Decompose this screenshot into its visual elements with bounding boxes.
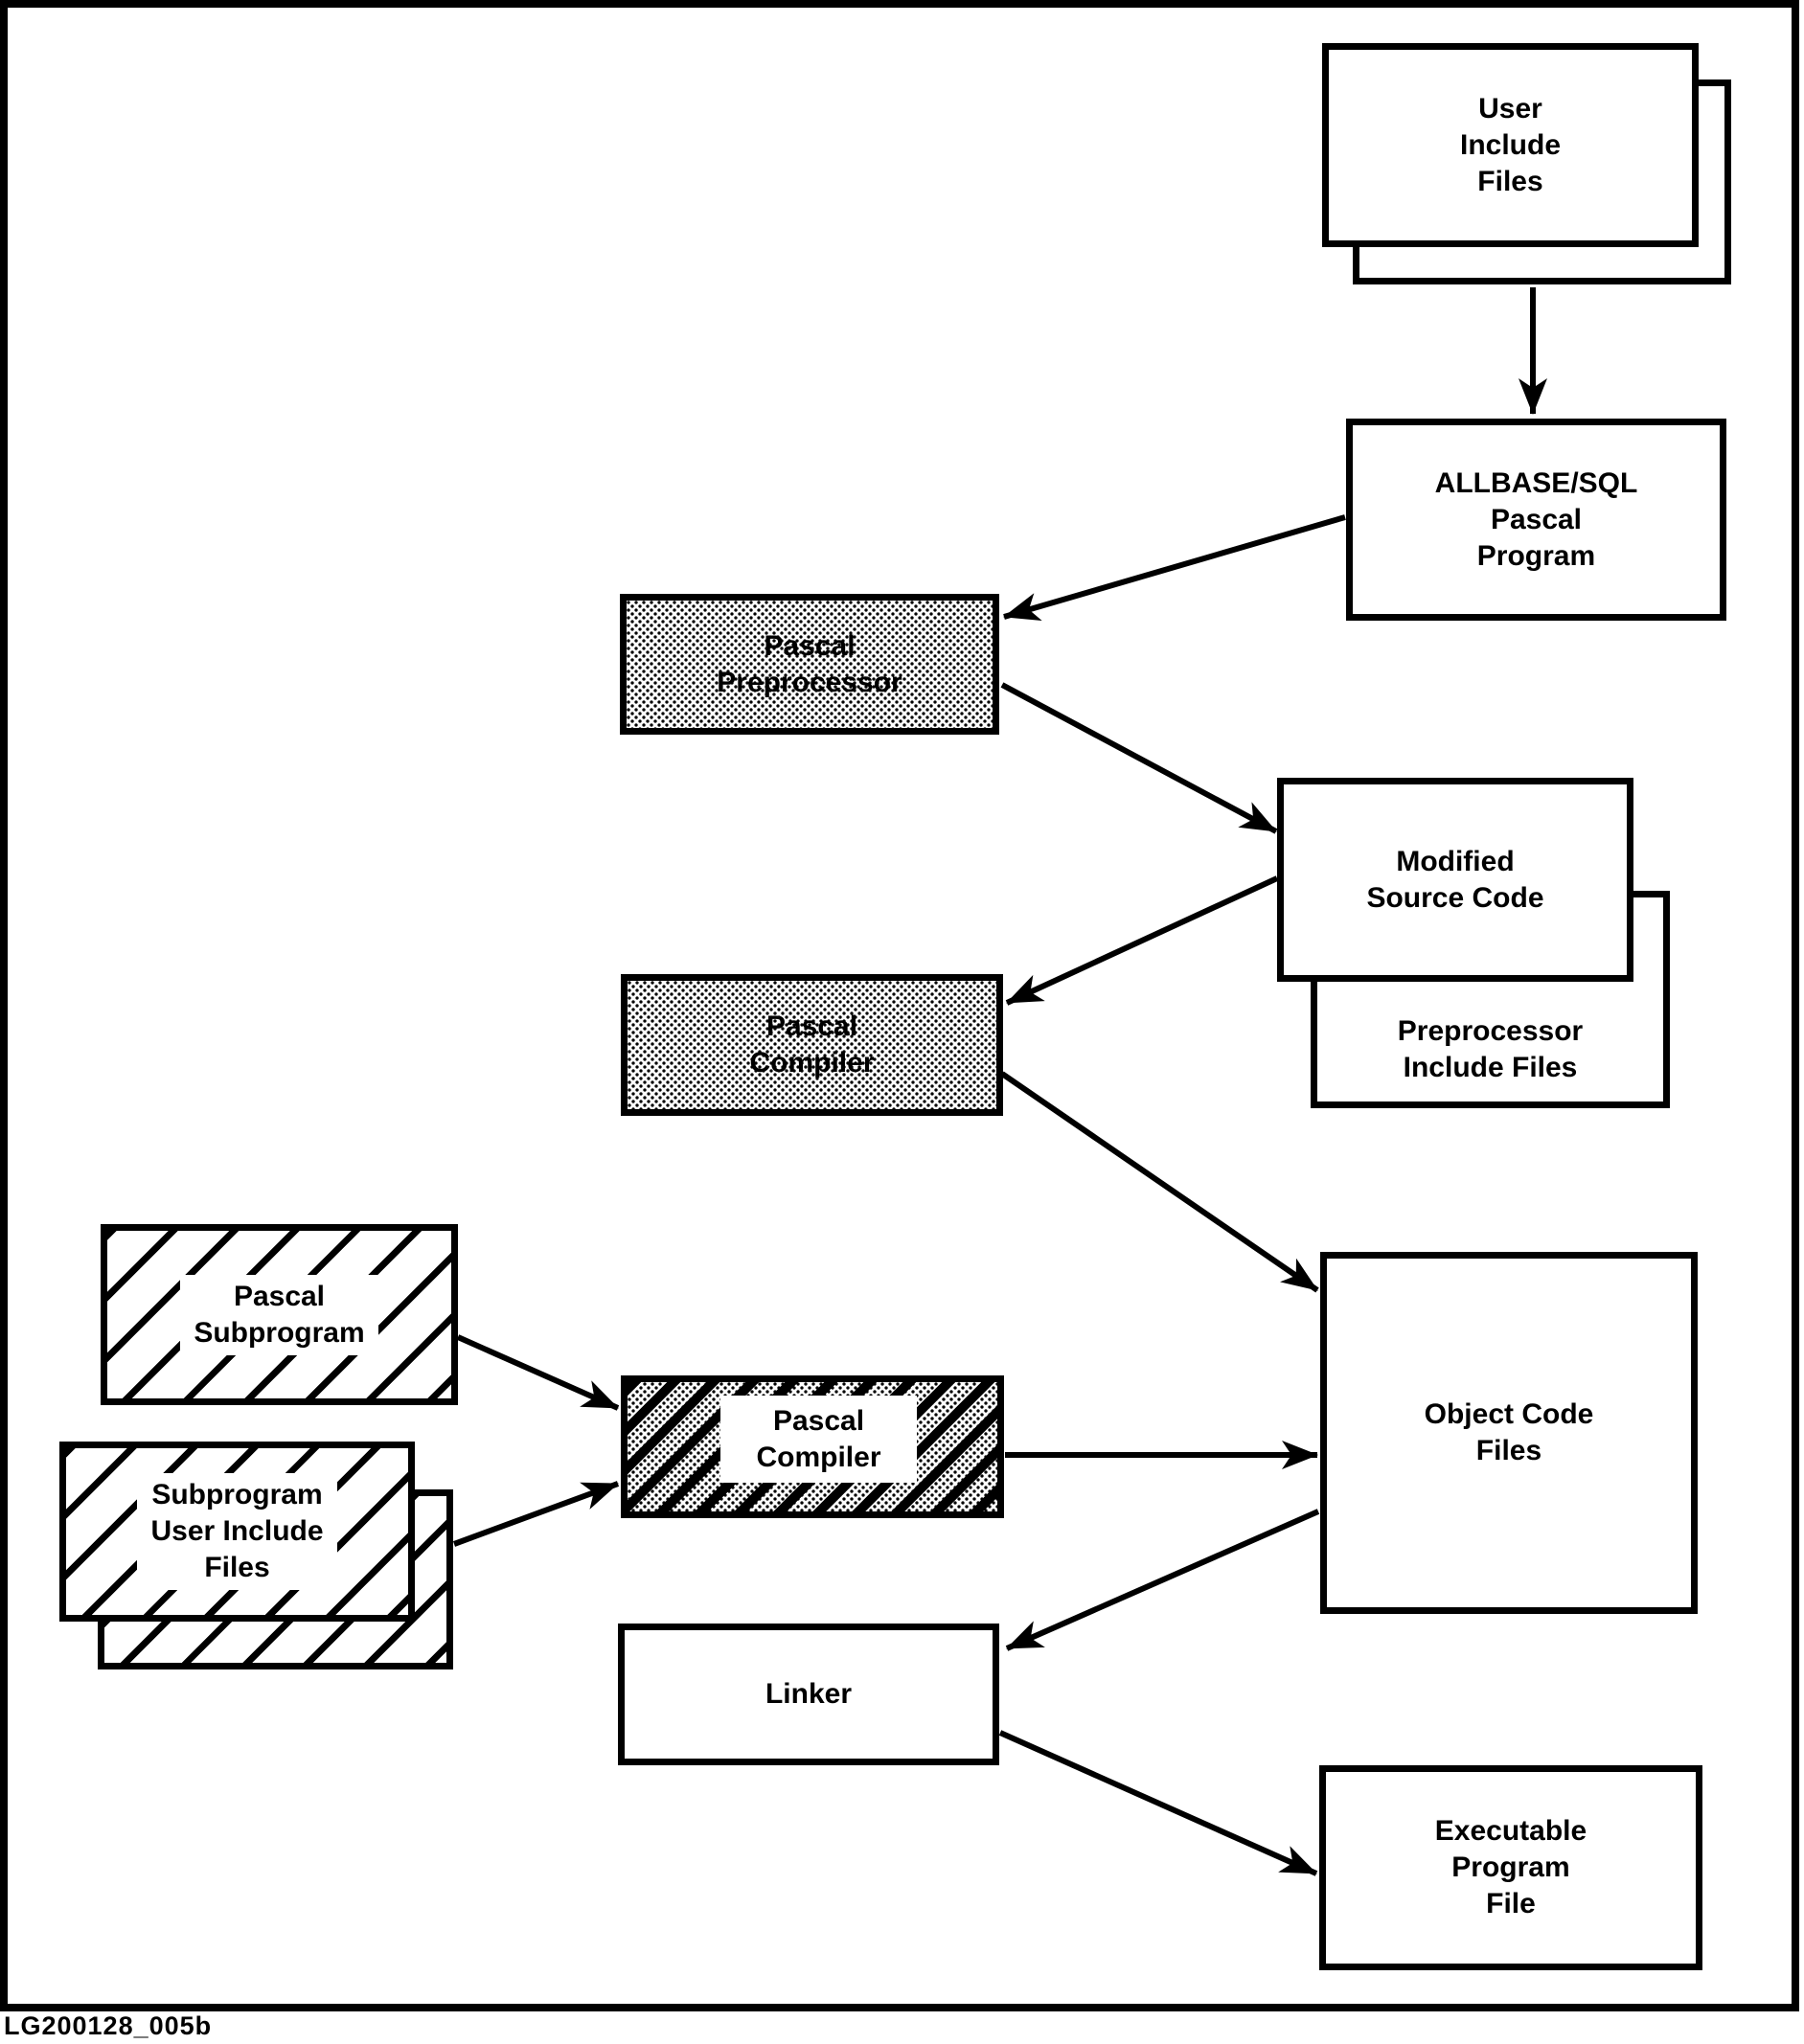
node-pascal-preprocessor: Pascal Preprocessor — [620, 594, 999, 735]
node-user-include-files: User Include Files — [1322, 43, 1699, 247]
node-label: Subprogram User Include Files — [137, 1473, 337, 1590]
node-object-code-files: Object Code Files — [1320, 1252, 1698, 1614]
node-label: Preprocessor Include Files — [1397, 1015, 1584, 1083]
node-linker: Linker — [618, 1624, 999, 1765]
node-label: User Include Files — [1459, 92, 1561, 197]
node-pascal-compiler-subprogram: Pascal Compiler — [621, 1375, 1004, 1518]
node-executable-program-file: Executable Program File — [1319, 1765, 1702, 1970]
node-label: Modified Source Code — [1366, 845, 1544, 914]
node-modified-source-code: Modified Source Code — [1277, 778, 1633, 982]
node-label: Linker — [765, 1678, 853, 1710]
figure-id-caption: LG200128_005b — [4, 2011, 213, 2040]
node-label: Pascal Subprogram — [180, 1274, 378, 1355]
node-label: Pascal Compiler — [720, 1396, 917, 1483]
node-subprogram-user-include-files: Subprogram User Include Files — [59, 1442, 415, 1622]
node-label: Object Code Files — [1424, 1398, 1594, 1466]
node-label: Pascal Compiler — [749, 1011, 875, 1079]
node-label: ALLBASE/SQL Pascal Program — [1434, 466, 1638, 572]
node-pascal-subprogram: Pascal Subprogram — [101, 1224, 458, 1405]
node-allbase-sql-pascal-program: ALLBASE/SQL Pascal Program — [1346, 419, 1726, 621]
node-label: Executable Program File — [1434, 1815, 1587, 1919]
node-label: Pascal Preprocessor — [717, 629, 902, 698]
node-pascal-compiler-main: Pascal Compiler — [621, 974, 1003, 1116]
